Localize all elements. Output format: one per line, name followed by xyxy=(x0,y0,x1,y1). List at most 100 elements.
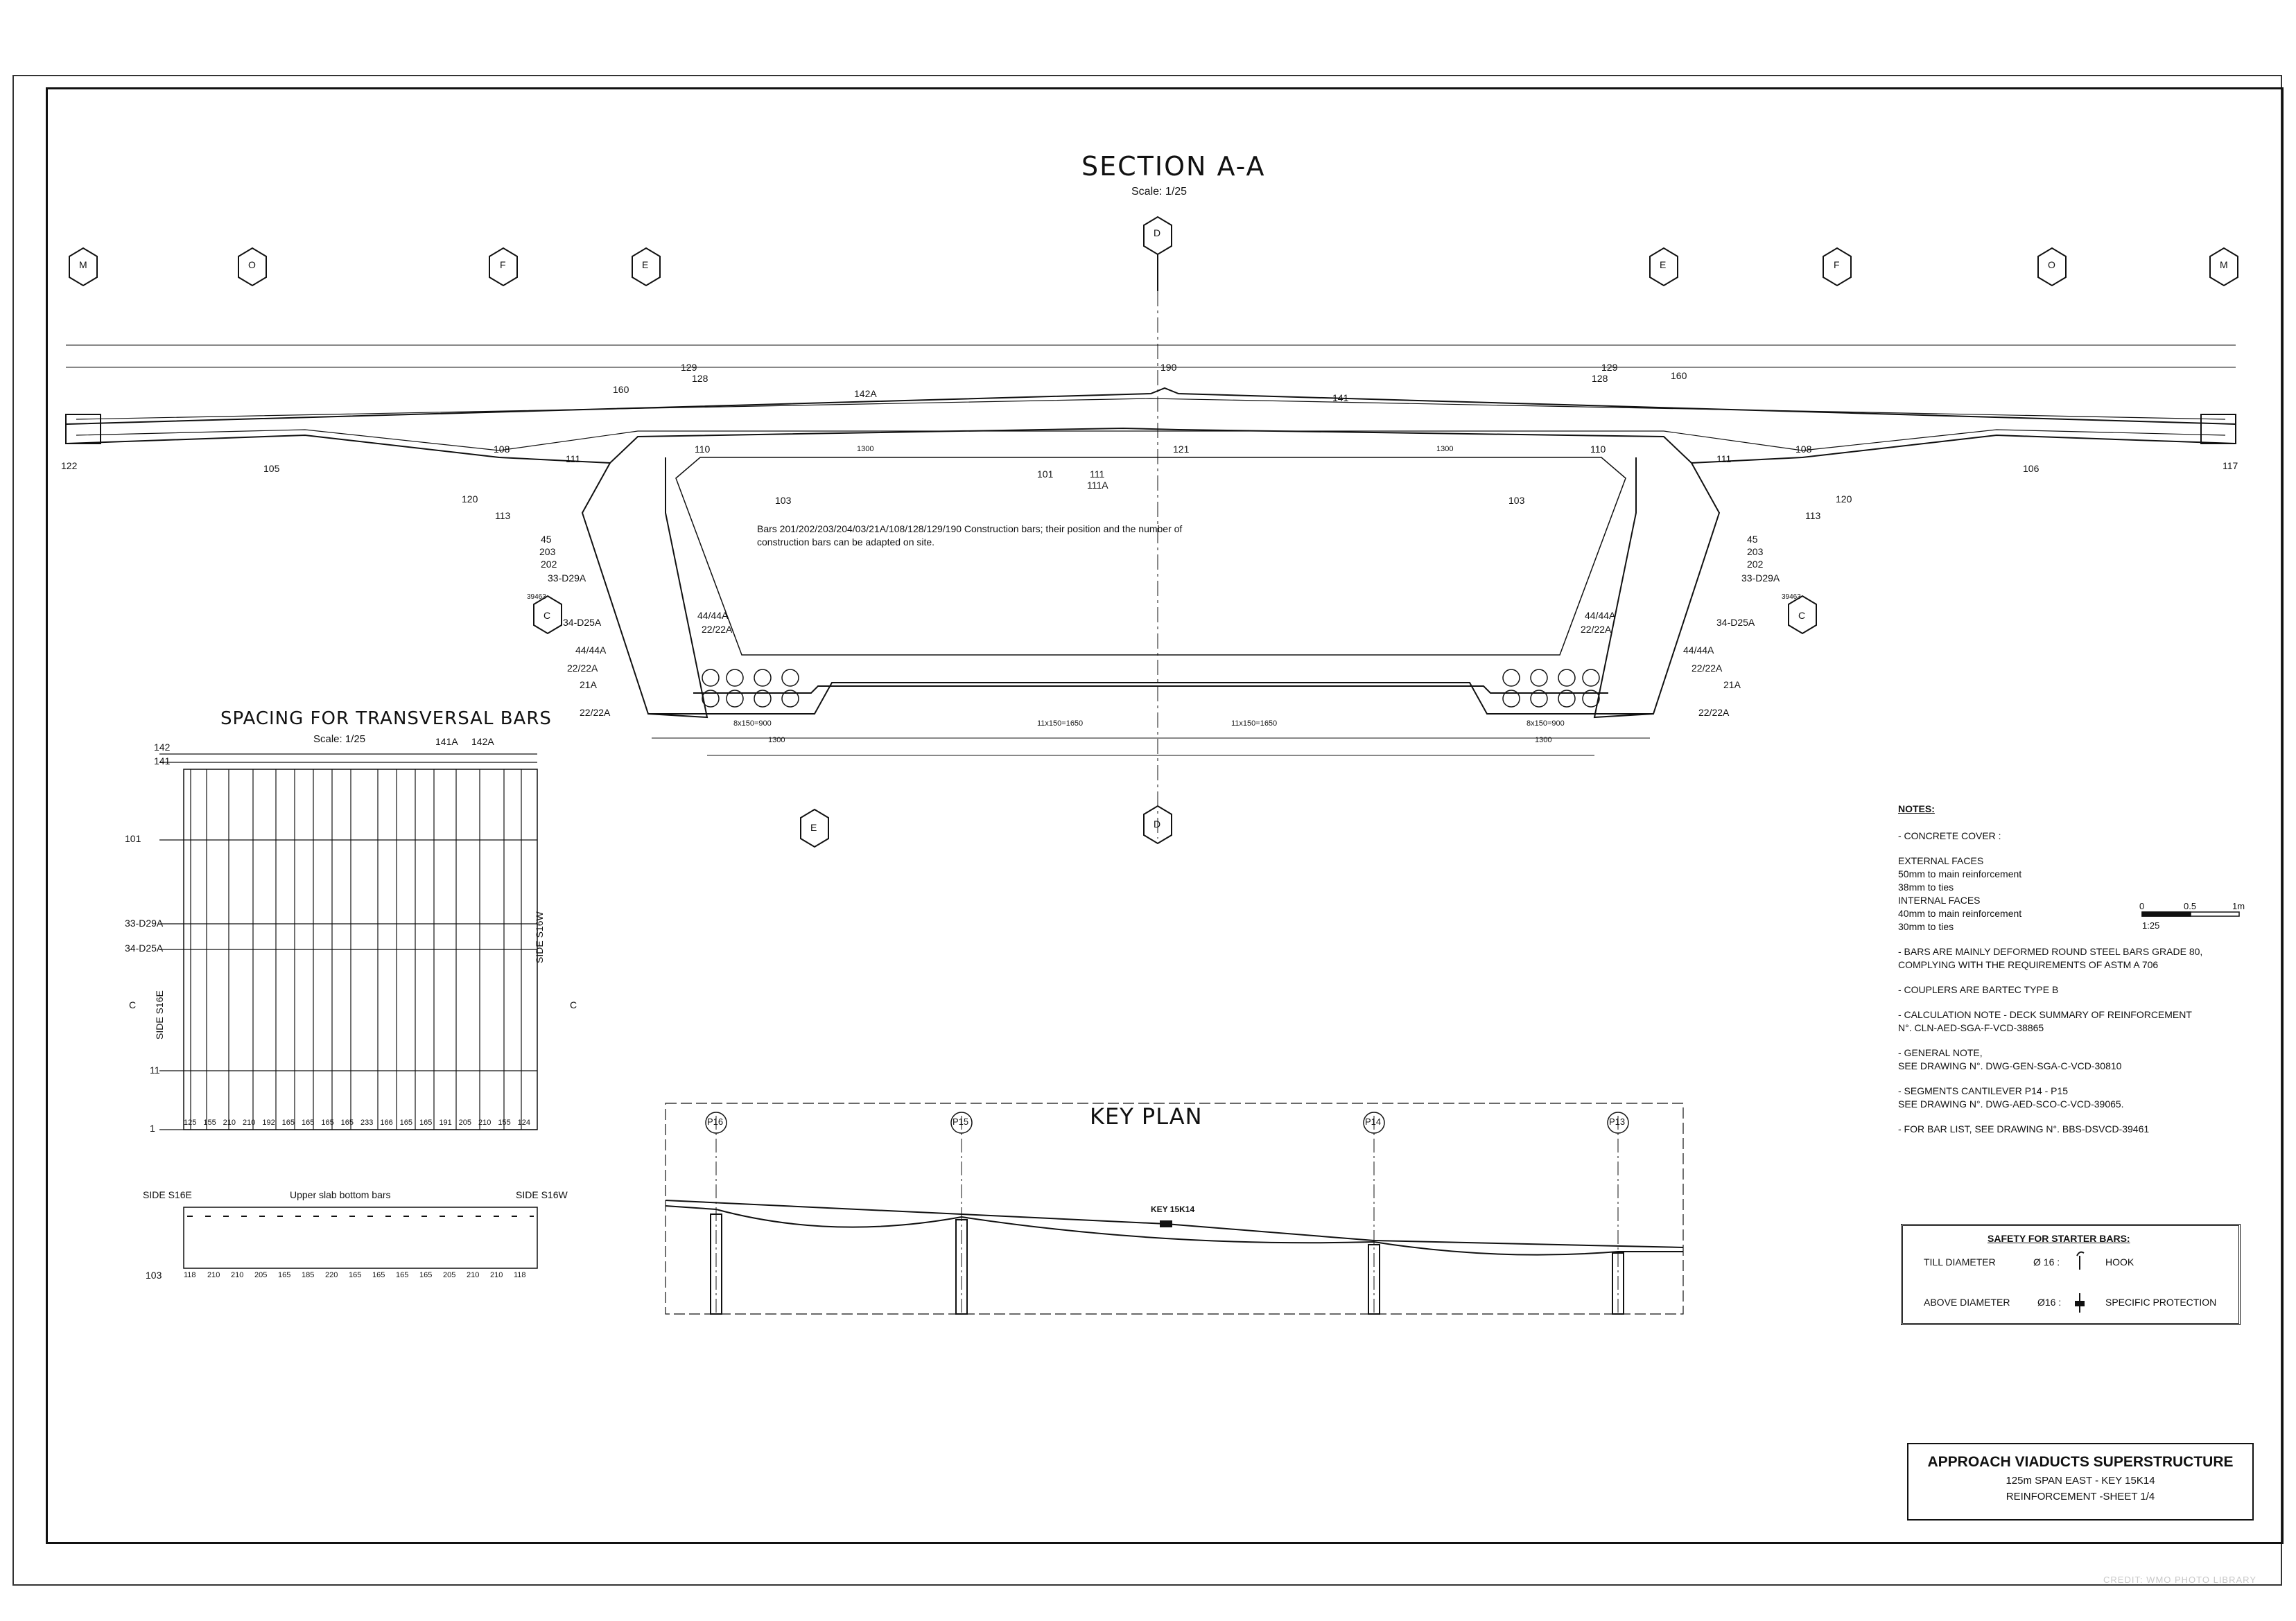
label-22-22a-left-2: 22/22A xyxy=(580,707,611,718)
scale-bar-zero: 0 xyxy=(2139,901,2145,911)
label-101: 101 xyxy=(1037,468,1054,480)
spacing-label-141: 141 xyxy=(154,755,171,766)
upper-slab-dim-value: 118 xyxy=(184,1271,196,1279)
label-33-d29a-right: 33-D29A xyxy=(1741,572,1780,584)
key-plan-pier-bubbles xyxy=(705,1112,1629,1134)
label-129-left: 129 xyxy=(681,362,697,373)
key-plan-pier-p14: P14 xyxy=(1365,1116,1382,1127)
label-202-right: 202 xyxy=(1747,559,1764,570)
right-web xyxy=(1593,457,1721,719)
label-129-right: 129 xyxy=(1601,362,1618,373)
tendon-ducts-right xyxy=(1502,669,1600,708)
upper-slab-bars-frame xyxy=(183,1207,538,1269)
key-plan-pier-p15: P15 xyxy=(953,1116,969,1127)
callout-o-left: O xyxy=(248,259,256,270)
label-128-left: 128 xyxy=(692,373,708,384)
title-block-line2: 125m SPAN EAST - KEY 15K14 xyxy=(2006,1475,2155,1487)
label-117: 117 xyxy=(2223,460,2238,471)
callout-f-left: F xyxy=(500,259,506,270)
bottom-slab-outer xyxy=(648,682,1653,715)
label-44-44a-left: 44/44A xyxy=(575,645,607,656)
title-block: APPROACH VIADUCTS SUPERSTRUCTURE 125m SP… xyxy=(1907,1443,2254,1521)
label-22-22a-left: 22/22A xyxy=(567,663,598,674)
photo-credit: CREDIT: WMO PHOTO LIBRARY xyxy=(2103,1575,2256,1585)
label-45-right: 45 xyxy=(1747,534,1758,545)
spacing-dim-value: 210 xyxy=(478,1119,492,1127)
upper-slab-dim-value: 165 xyxy=(372,1271,385,1279)
label-111-mid: 111 xyxy=(1090,468,1105,480)
label-1300-top-left: 1300 xyxy=(857,445,874,453)
spacing-label-11: 11 xyxy=(150,1064,160,1076)
label-1300-left: 1300 xyxy=(768,736,785,744)
spacing-dim-value: 165 xyxy=(419,1119,433,1127)
deck-top-slab-bottom xyxy=(65,427,2236,464)
key-segment-marker xyxy=(1160,1220,1172,1227)
right-deck-end-block xyxy=(2200,414,2236,444)
title-block-line3: REINFORCEMENT -SHEET 1/4 xyxy=(2006,1491,2155,1502)
label-103-left: 103 xyxy=(775,495,792,506)
label-spacing-left: 8x150=900 xyxy=(733,719,772,728)
upper-slab-dim-value: 165 xyxy=(278,1271,291,1279)
label-34-d25a-left: 34-D25A xyxy=(563,617,602,628)
label-34-d25a-right: 34-D25A xyxy=(1716,617,1755,628)
spacing-title: SPACING FOR TRANSVERSAL BARS xyxy=(220,708,552,729)
upper-slab-dim-value: 165 xyxy=(349,1271,362,1279)
protection-symbol xyxy=(2075,1293,2085,1313)
label-22-22a-web-right: 22/22A xyxy=(1581,624,1612,635)
label-202-left: 202 xyxy=(541,559,557,570)
key-plan-deck-soffit xyxy=(665,1205,1683,1256)
callout-m-right: M xyxy=(2220,259,2228,270)
section-title: SECTION A-A xyxy=(1081,151,1266,182)
left-web xyxy=(581,457,708,719)
spacing-label-1: 1 xyxy=(150,1123,155,1134)
spacing-dim-value: 165 xyxy=(281,1119,295,1127)
label-108-left: 108 xyxy=(494,444,510,455)
upper-slab-dim-value: 165 xyxy=(396,1271,409,1279)
notes-block: NOTES: - CONCRETE COVER : EXTERNAL FACES… xyxy=(1898,803,2259,1148)
safety-title: SAFETY FOR STARTER BARS: xyxy=(1988,1233,2130,1244)
upper-slab-dim-value: 185 xyxy=(302,1271,315,1279)
upper-slab-label: Upper slab bottom bars xyxy=(290,1189,391,1200)
upper-slab-side-e: SIDE S16E xyxy=(143,1189,192,1200)
spacing-label-34-d25a: 34-D25A xyxy=(125,943,164,954)
spacing-label-142: 142 xyxy=(154,742,171,753)
notes-item-bar-list: - FOR BAR LIST, SEE DRAWING N°. BBS-DSVC… xyxy=(1898,1123,2150,1134)
label-spacing-right: 8x150=900 xyxy=(1527,719,1565,728)
upper-slab-dim-value: 118 xyxy=(514,1271,526,1279)
spacing-dim-value: 205 xyxy=(458,1119,472,1127)
scale-bar-end: 1m xyxy=(2232,901,2245,911)
spacing-label-33-d29a: 33-D29A xyxy=(125,918,164,929)
label-113-left: 113 xyxy=(495,510,511,521)
upper-slab-dim-value: 205 xyxy=(254,1271,268,1279)
label-120-right: 120 xyxy=(1836,493,1852,505)
callout-ref-left: 39463 xyxy=(527,593,546,601)
label-113-right: 113 xyxy=(1805,510,1821,521)
label-110-right: 110 xyxy=(1590,444,1606,455)
scale-bar-mid: 0.5 xyxy=(2184,901,2197,911)
label-106-right: 106 xyxy=(2023,463,2040,474)
spacing-dim-value: 124 xyxy=(517,1119,531,1127)
upper-slab-dim-value: 165 xyxy=(419,1271,433,1279)
label-1300-top-right: 1300 xyxy=(1436,445,1454,453)
upper-slab-bar-103: 103 xyxy=(146,1270,162,1281)
spacing-callout-c-left: C xyxy=(129,999,137,1010)
label-44-44a-web-right: 44/44A xyxy=(1585,610,1616,621)
key-plan-pier-lines xyxy=(715,1116,1619,1314)
label-111-right: 111 xyxy=(1716,453,1732,464)
key-plan-pier-p13: P13 xyxy=(1609,1116,1626,1127)
upper-slab-dim-value: 210 xyxy=(207,1271,220,1279)
sheet-inner-border xyxy=(46,87,2284,1544)
label-44-44a-right: 44/44A xyxy=(1683,645,1714,656)
safety-box: SAFETY FOR STARTER BARS: TILL DIAMETER Ø… xyxy=(1901,1224,2241,1325)
spacing-dim-value: 210 xyxy=(243,1119,256,1127)
scale-bar-ratio: 1:25 xyxy=(2142,920,2160,931)
label-spacing-mid-left: 11x150=1650 xyxy=(1037,719,1084,728)
spacing-dim-value: 210 xyxy=(223,1119,236,1127)
box-void-outline xyxy=(675,457,1626,656)
spacing-dim-value: 155 xyxy=(203,1119,216,1127)
label-121: 121 xyxy=(1173,444,1190,455)
spacing-dim-value: 192 xyxy=(262,1119,275,1127)
callout-e-right: E xyxy=(1660,259,1667,270)
callout-e-left: E xyxy=(642,259,649,270)
notes-item-calculation: - CALCULATION NOTE - DECK SUMMARY OF REI… xyxy=(1898,1009,2192,1033)
